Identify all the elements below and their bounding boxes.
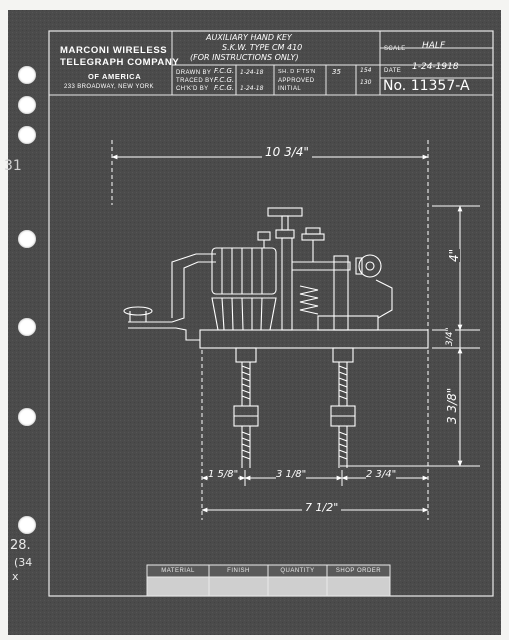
punch-hole — [18, 318, 36, 336]
company-address: 233 BROADWAY, NEW YORK — [64, 84, 154, 90]
dim-base-thickness: 3/4" — [445, 327, 455, 346]
blueprint-field — [8, 10, 501, 635]
drawn-by-value: F.C.G. — [214, 67, 235, 75]
margin-note-2: 28. — [10, 538, 31, 553]
checked-by-value: F.C.G. — [214, 84, 235, 92]
footer-material: MATERIAL — [161, 568, 195, 574]
sheet-label: SH. D F'TS'N — [278, 69, 316, 75]
margin-note-3: (34 — [14, 556, 33, 569]
title-block — [48, 30, 494, 96]
footer-quantity: QUANTITY — [280, 568, 315, 574]
title-line2: S.K.W. TYPE CM 410 — [222, 43, 303, 52]
checked-date: 1-24-18 — [240, 85, 264, 92]
title-line1: AUXILIARY HAND KEY — [206, 33, 292, 42]
checked-by-label: CH'K'D BY — [176, 86, 209, 92]
key-base — [199, 329, 429, 349]
date-label: DATE — [384, 68, 402, 74]
drawing-number: No. 11357-A — [383, 78, 470, 94]
footer-finish: FINISH — [227, 568, 250, 574]
scale-value: HALF — [422, 41, 446, 51]
ref-2: 154 — [360, 67, 372, 74]
punch-hole — [18, 66, 36, 84]
title-line3: (FOR INSTRUCTIONS ONLY) — [190, 53, 299, 62]
footer-strip — [146, 564, 391, 597]
company-name-line1: MARCONI WIRELESS — [60, 45, 168, 56]
dim-height-lower: 3 3/8" — [445, 387, 459, 424]
drawn-date: 1-24-18 — [240, 69, 264, 76]
ref-1: 35 — [332, 68, 341, 76]
dim-overall-length: 10 3/4" — [262, 146, 312, 158]
dim-base-length: 7 1/2" — [302, 502, 342, 513]
drawn-by-label: DRAWN BY — [176, 70, 212, 76]
company-name-line3: OF AMERICA — [88, 72, 142, 81]
initial-label: INITIAL — [278, 86, 302, 92]
date-value: 1-24-1918 — [412, 62, 459, 72]
punch-hole — [18, 408, 36, 426]
ref-3: 130 — [360, 79, 372, 86]
traced-by-label: TRACED BY — [176, 78, 214, 84]
punch-hole — [18, 126, 36, 144]
punch-hole — [18, 96, 36, 114]
hand-key — [123, 207, 429, 468]
footer-shop-order: SHOP ORDER — [335, 568, 382, 574]
punch-hole — [18, 516, 36, 534]
margin-note-4: x — [12, 570, 19, 583]
punch-hole — [18, 230, 36, 248]
dim-spacing-mid: 3 1/8" — [276, 469, 307, 480]
company-name-line2: TELEGRAPH COMPANY — [60, 57, 180, 68]
margin-note-1: 31 — [4, 158, 22, 174]
dim-height-upper: 4" — [447, 248, 461, 262]
traced-by-value: F.C.G. — [214, 76, 235, 84]
scale-label: SCALE — [384, 46, 406, 52]
dim-spacing-left: 1 5/8" — [208, 469, 239, 480]
dim-spacing-right: 2 3/4" — [366, 469, 397, 480]
approved-label: APPROVED — [278, 78, 315, 84]
